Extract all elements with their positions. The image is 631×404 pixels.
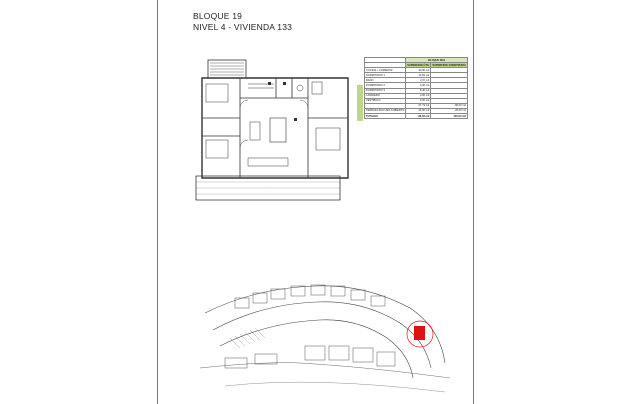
table-side-label [357,85,363,121]
surface-table: BLOQUE 8/19 SUPERFICIE ÚTIL SUPERFICIE C… [363,56,468,120]
site-plan-drawing [199,284,451,393]
title-unit: NIVEL 4 - VIVIENDA 133 [193,22,293,32]
floor-plan-drawing: · [195,59,349,201]
title-block: BLOQUE 19 [193,11,243,21]
svg-text:·: · [268,189,269,193]
highlighted-unit [414,326,425,340]
document-title: BLOQUE 19 NIVEL 4 - VIVIENDA 133 [193,11,292,33]
